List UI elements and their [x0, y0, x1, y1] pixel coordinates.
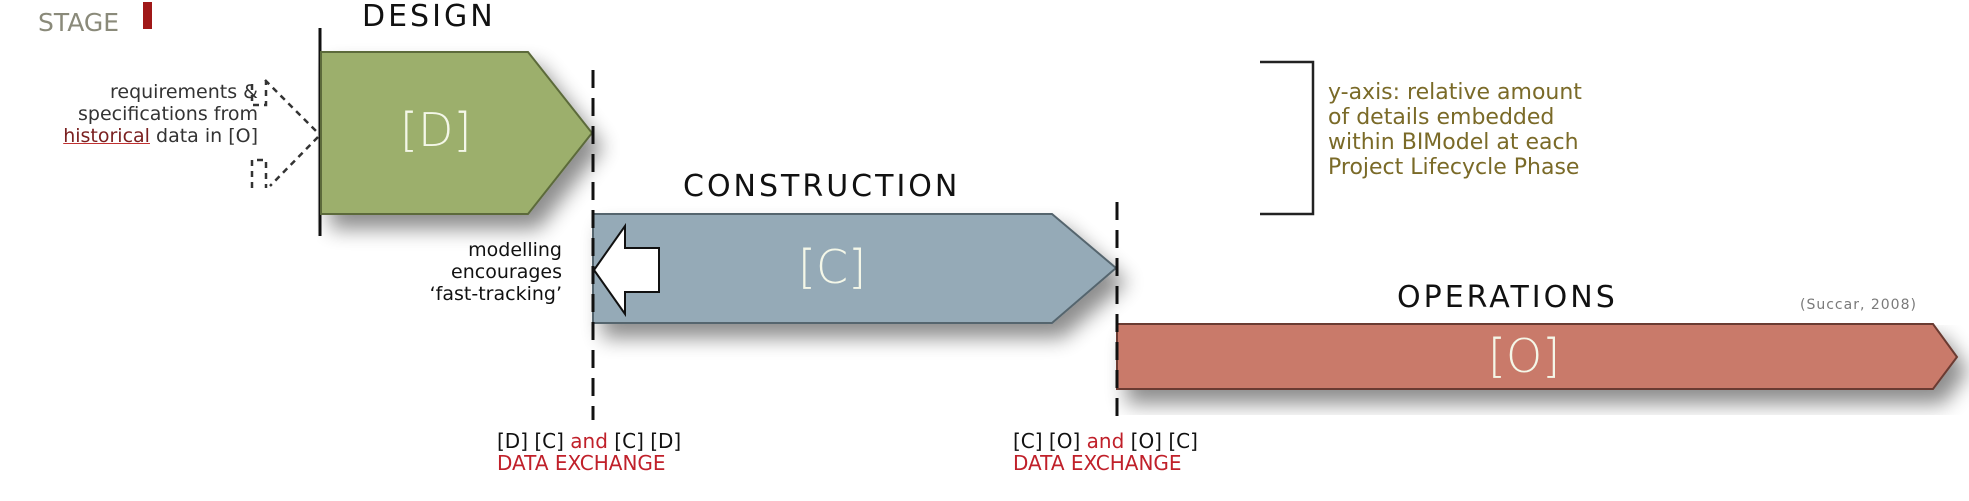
design-construction-exchange-note: [D] [C] and [C] [D] DATA EXCHANGE: [497, 430, 681, 474]
fast-tracking-line-3: ‘fast-tracking’: [429, 283, 562, 305]
requirements-note: requirements & specifications from histo…: [10, 81, 258, 147]
requirements-line-2: specifications from: [78, 103, 258, 125]
exchange-1-label: DATA EXCHANGE: [497, 451, 666, 475]
historical-highlight: historical: [63, 125, 150, 147]
fast-tracking-line-2: encourages: [451, 261, 562, 283]
y-axis-line-4: Project Lifecycle Phase: [1328, 155, 1580, 180]
fast-tracking-arrow-icon: [592, 222, 660, 318]
design-phase-box: [320, 51, 594, 215]
construction-title: CONSTRUCTION: [683, 169, 961, 204]
y-axis-line-2: of details embedded: [1328, 105, 1555, 130]
requirements-line-3-rest: data in [O]: [149, 125, 258, 147]
exchange-2-pair: [C] [O] and [O] [C]: [1013, 430, 1198, 452]
operations-title: OPERATIONS: [1397, 280, 1618, 315]
operations-box-label: [O]: [1488, 329, 1561, 383]
requirements-line-1: requirements &: [110, 81, 258, 103]
exchange-1-right: [C] [D]: [614, 429, 682, 453]
fast-tracking-line-1: modelling: [468, 239, 562, 261]
exchange-1-and: and: [570, 429, 608, 453]
exchange-2-label: DATA EXCHANGE: [1013, 451, 1182, 475]
exchange-1-pair: [D] [C] and [C] [D]: [497, 430, 681, 452]
historical-data-input-icon: [250, 79, 319, 188]
fast-tracking-note: modelling encourages ‘fast-tracking’: [390, 239, 562, 305]
exchange-1-left: [D] [C]: [497, 429, 564, 453]
stage-marker-bar: [143, 2, 152, 29]
construction-operations-exchange-note: [C] [O] and [O] [C] DATA EXCHANGE: [1013, 430, 1198, 474]
exchange-2-and: and: [1086, 429, 1125, 453]
citation: (Succar, 2008): [1800, 297, 1917, 313]
requirements-line-3: historical data in [O]: [10, 125, 258, 147]
exchange-2-left: [C] [O]: [1013, 429, 1081, 453]
stage-label: STAGE: [38, 8, 120, 37]
y-axis-line-1: y-axis: relative amount: [1328, 80, 1582, 105]
design-box-label: [D]: [400, 103, 472, 157]
design-title: DESIGN: [362, 0, 496, 34]
y-axis-bracket: [1260, 60, 1315, 216]
y-axis-line-3: within BIModel at each: [1328, 130, 1579, 155]
exchange-2-right: [O] [C]: [1130, 429, 1198, 453]
construction-box-label: [C]: [798, 240, 867, 294]
y-axis-note: y-axis: relative amount of details embed…: [1328, 80, 1648, 180]
